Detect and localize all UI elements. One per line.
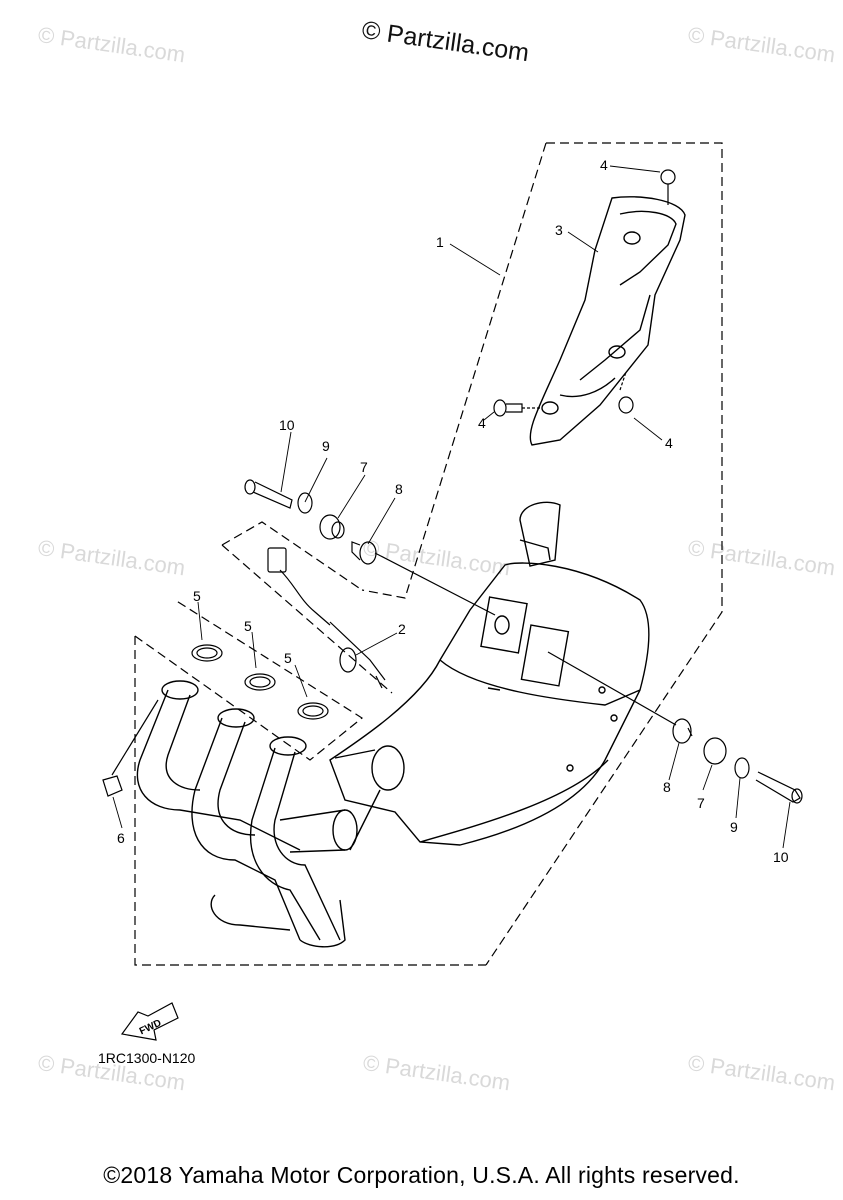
protector-bolt-top [660, 169, 676, 205]
collector-joint [279, 745, 405, 853]
callout-6: 6 [117, 830, 125, 846]
callout-9-right: 9 [730, 819, 738, 835]
callout-8-right: 8 [663, 779, 671, 795]
protector-bolt-left [493, 399, 540, 417]
callout-9-left: 9 [322, 438, 330, 454]
muffler-boundary-left [361, 142, 547, 599]
callout-5-b: 5 [244, 618, 252, 634]
gasket-3 [297, 702, 329, 720]
gasket-3-inner [302, 705, 324, 717]
muffler-body [329, 501, 650, 846]
gasket-2 [244, 673, 276, 691]
callout-10-left: 10 [279, 417, 295, 433]
gasket-2-inner [249, 676, 271, 688]
mount-bolt-right [755, 771, 803, 804]
exhaust-pipe-boundary [134, 636, 486, 966]
mount-bolt-left [244, 479, 293, 509]
oxygen-sensor [267, 547, 386, 689]
protector-bolt-right [618, 371, 634, 414]
callout-7-right: 7 [697, 795, 705, 811]
copyright-notice: ©2018 Yamaha Motor Corporation, U.S.A. A… [103, 1162, 740, 1188]
callout-3: 3 [555, 222, 563, 238]
fwd-label: FWD [138, 1018, 163, 1038]
callout-1: 1 [436, 234, 444, 250]
leader-lines [112, 165, 791, 849]
callout-4-left: 4 [478, 415, 486, 431]
callout-4-right: 4 [665, 435, 673, 451]
callout-4-top: 4 [600, 157, 608, 173]
callout-10-right: 10 [773, 849, 789, 865]
callout-8-left: 8 [395, 481, 403, 497]
grommet-right [703, 737, 727, 765]
flange-nut [102, 699, 159, 797]
callout-5-a: 5 [193, 588, 201, 604]
diagram-part-code: 1RC1300-N120 [98, 1050, 196, 1066]
gasket-1 [191, 644, 223, 662]
muffler-assembly-boundary [485, 142, 723, 966]
collar-left [351, 541, 496, 616]
exhaust-header-pipes [136, 680, 346, 948]
collar-right [547, 651, 693, 744]
washer-right [734, 757, 750, 779]
grommet-left [319, 514, 345, 540]
fwd-arrow-icon [120, 1002, 179, 1041]
callout-5-c: 5 [284, 650, 292, 666]
heat-protector [529, 196, 686, 446]
sensor-group-boundary [221, 521, 393, 694]
gasket-1-inner [196, 647, 218, 659]
callout-2: 2 [398, 621, 406, 637]
callout-7-left: 7 [360, 459, 368, 475]
washer-left [297, 492, 313, 514]
